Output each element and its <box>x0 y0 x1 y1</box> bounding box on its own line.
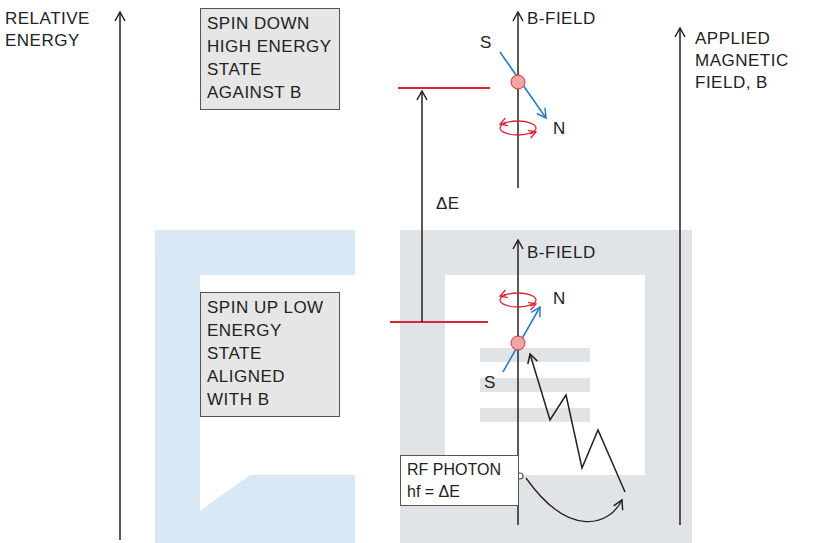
watermark <box>155 230 692 543</box>
axis-label: APPLIED MAGNETIC FIELD, B <box>695 28 810 94</box>
state-box: SPIN DOWN HIGH ENERGY STATE AGAINST B <box>200 8 340 110</box>
box-text: SPIN UP LOW ENERGY STATE ALIGNED WITH B <box>207 297 333 412</box>
field-label: B-FIELD <box>527 242 596 264</box>
box-text: SPIN DOWN HIGH ENERGY STATE AGAINST B <box>207 13 333 105</box>
energy-gap-label: ΔE <box>436 193 460 215</box>
photon-tag: RF PHOTON hf = ΔE <box>400 455 519 506</box>
pole-label: S <box>484 372 496 394</box>
pole-label: S <box>480 32 492 54</box>
state-box: SPIN UP LOW ENERGY STATE ALIGNED WITH B <box>200 292 340 417</box>
axis-label: RELATIVE ENERGY <box>5 8 105 52</box>
field-label: B-FIELD <box>527 8 596 30</box>
pole-label: N <box>553 288 566 310</box>
pole-label: N <box>553 118 566 140</box>
box-text: RF PHOTON hf = ΔE <box>407 459 512 502</box>
